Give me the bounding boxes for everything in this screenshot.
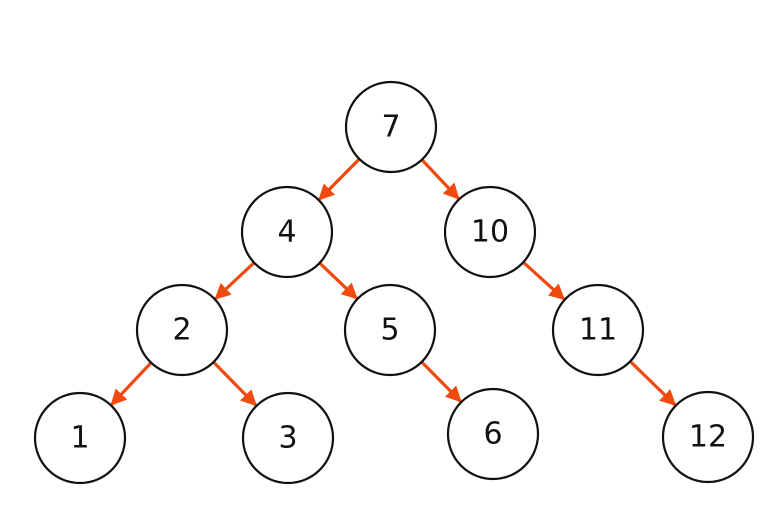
node-label: 7 <box>381 110 400 145</box>
node-circle <box>551 283 645 377</box>
tree-node-11: 11 <box>551 283 645 377</box>
tree-node-2: 2 <box>135 283 229 377</box>
node-label: 4 <box>277 215 296 250</box>
node-label: 11 <box>579 313 617 348</box>
tree-node-4: 4 <box>240 185 334 279</box>
edge-4-to-5 <box>317 261 358 300</box>
tree-node-1: 1 <box>33 391 127 485</box>
node-circle <box>33 391 127 485</box>
node-label: 10 <box>471 215 509 250</box>
node-label: 1 <box>70 421 89 456</box>
node-label: 3 <box>278 421 297 456</box>
node-circle <box>446 387 540 481</box>
tree-node-5: 5 <box>343 283 437 377</box>
edge-5-to-6 <box>419 360 462 403</box>
edges-layer <box>110 157 677 407</box>
tree-node-10: 10 <box>443 185 537 279</box>
edge-2-to-3 <box>211 360 257 407</box>
node-circle <box>241 391 335 485</box>
tree-node-7: 7 <box>344 80 438 174</box>
edge-7-to-4 <box>318 157 362 201</box>
node-label: 12 <box>689 420 727 455</box>
tree-node-12: 12 <box>661 390 755 484</box>
node-circle <box>240 185 334 279</box>
edge-10-to-11 <box>521 260 566 301</box>
tree-node-3: 3 <box>241 391 335 485</box>
node-circle <box>344 80 438 174</box>
node-label: 5 <box>380 313 399 348</box>
edge-11-to-12 <box>628 359 677 407</box>
node-label: 2 <box>172 313 191 348</box>
node-circle <box>343 283 437 377</box>
edge-7-to-10 <box>420 157 460 200</box>
node-circle <box>661 390 755 484</box>
edge-4-to-2 <box>214 260 256 300</box>
tree-node-6: 6 <box>446 387 540 481</box>
node-circle <box>443 185 537 279</box>
node-circle <box>135 283 229 377</box>
node-label: 6 <box>483 417 502 452</box>
edge-2-to-1 <box>110 360 153 406</box>
